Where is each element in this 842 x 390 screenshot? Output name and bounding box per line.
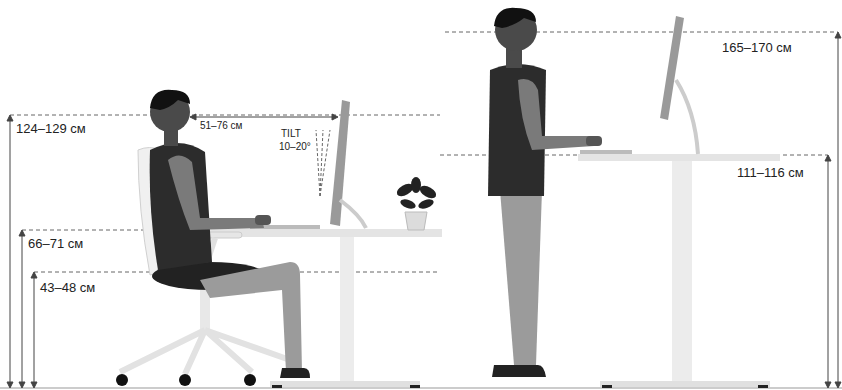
reference-lines: [10, 32, 838, 272]
standing-person: [488, 8, 602, 377]
dimension-lines: [7, 32, 841, 388]
dimension-label: 10–20°: [277, 141, 313, 153]
floor-line: [0, 388, 842, 389]
seated-person: [150, 90, 310, 378]
dimension-label: 51–76 см: [198, 120, 244, 132]
plant: [395, 177, 439, 230]
seated-desk: [200, 225, 442, 388]
dimension-label: 43–48 см: [38, 280, 97, 295]
seated-monitor: [330, 100, 366, 228]
standing-monitor: [660, 16, 698, 154]
standing-desk: [578, 150, 780, 388]
dimension-label: 124–129 см: [14, 121, 88, 136]
dimension-label: 66–71 см: [26, 236, 85, 251]
tilt-lines: [316, 130, 330, 196]
dimension-label: TILT: [279, 128, 303, 140]
dimension-label: 111–116 см: [735, 165, 806, 180]
dimension-label: 165–170 см: [720, 40, 794, 55]
